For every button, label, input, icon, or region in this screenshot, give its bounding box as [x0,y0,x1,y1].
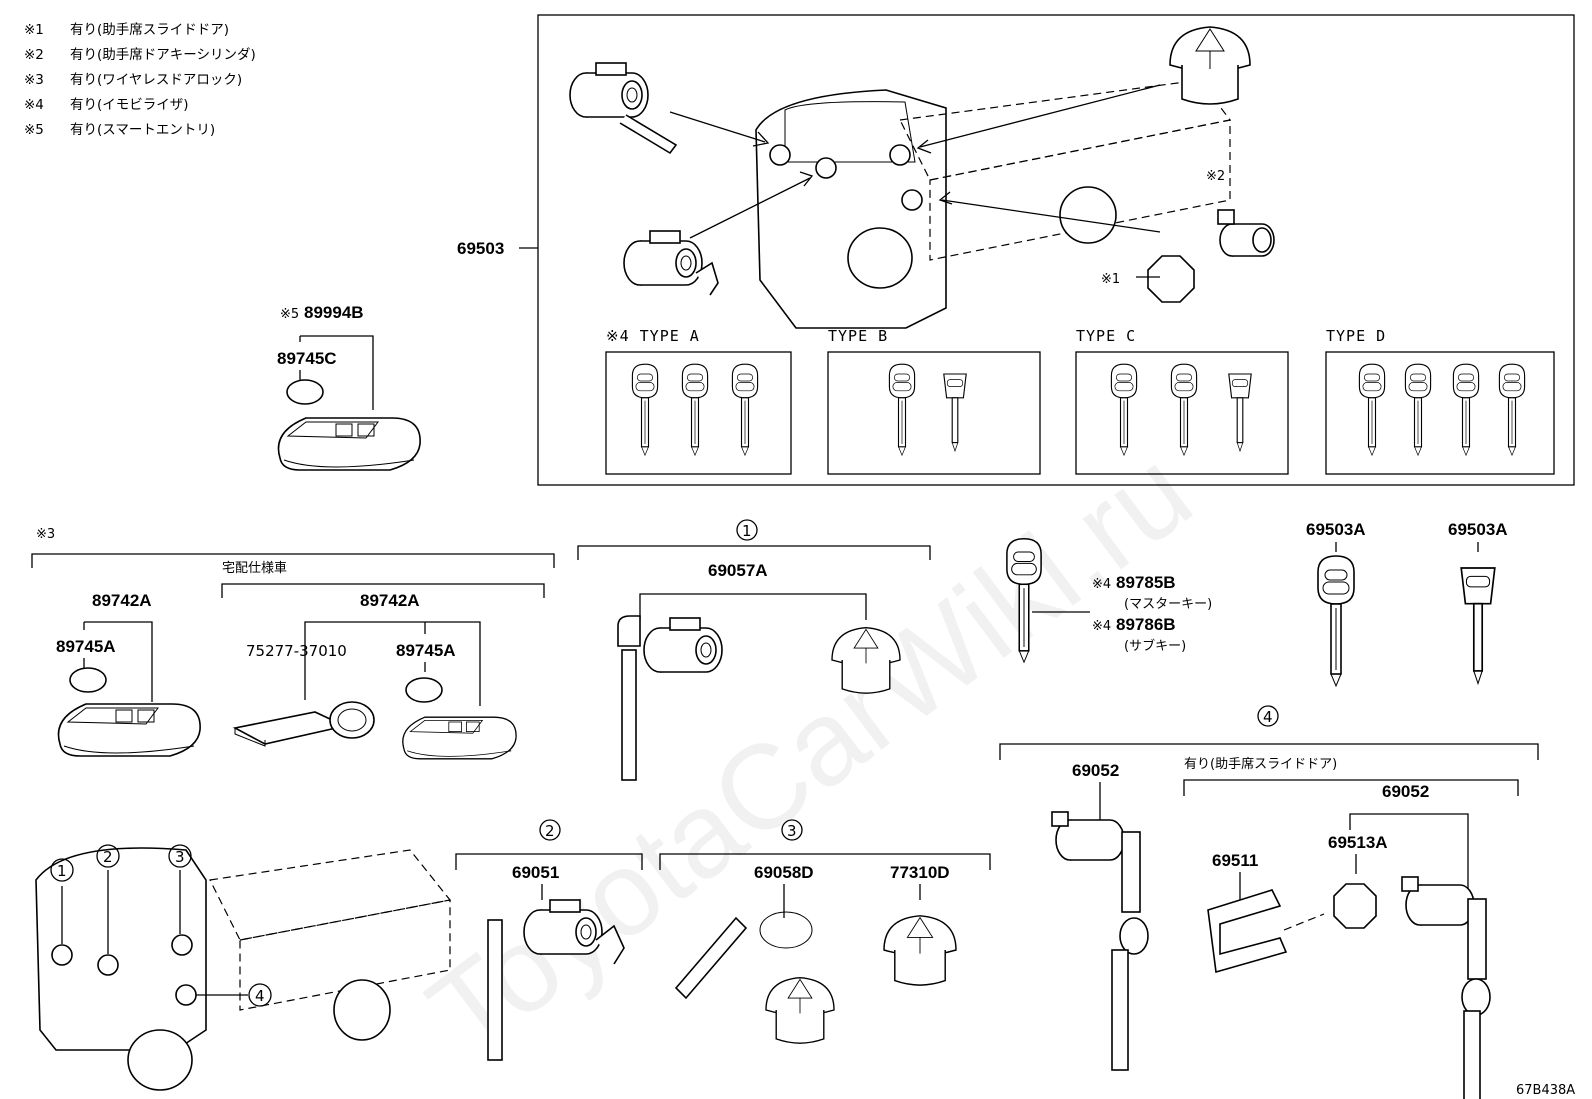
key-type-d-label: TYPE D [1326,327,1386,345]
group-1: 1 69057A [577,519,931,781]
note-5-text: 有り(スマートエントリ) [70,122,215,138]
group-4-cover-part-label: 69513A [1328,833,1388,852]
blank-key-1-label: 69503A [1306,520,1366,539]
delivery-spec-label: 宅配仕様車 [222,561,287,576]
mark-1-label: ※1 [1101,272,1120,287]
right-transmitter-label: 89742A [360,591,420,610]
notes-list: ※1 有り(助手席スライドドア) ※2 有り(助手席ドアキーシリンダ) ※3 有… [24,22,256,138]
group-4: 4 69052 有り(助手席スライドドア) 69052 69513A 69511 [999,705,1539,1099]
note-3-mark: ※3 [24,72,44,88]
group-3-number: 3 [787,822,797,840]
note-5-mark: ※5 [24,122,44,138]
group-4-right-part-label: 69052 [1382,782,1429,801]
truck-callout-4: 4 [255,987,265,1005]
note-4-mark: ※4 [24,97,44,113]
slide-door-label: 有り(助手席スライドドア) [1184,756,1337,772]
group-2: 2 69051 [455,819,643,1061]
key-type-c: TYPE C [1075,327,1289,475]
key-type-b-label: TYPE B [828,327,888,345]
smart-key-battery-label: 89745C [277,349,337,368]
wireless-mark: ※3 [36,527,55,542]
note-1-text: 有り(助手席スライドドア) [70,22,229,38]
key-type-b: TYPE B [827,327,1041,475]
left-battery-label: 89745A [56,637,116,656]
fuel-cap-drawing [1169,26,1251,105]
key-type-a: ※4 TYPE A [605,327,792,475]
group-1-part-label: 69057A [708,561,768,580]
truck-callout-3: 3 [175,848,185,866]
blank-keys: 69503A 69503A [1306,520,1508,687]
note-3-text: 有り(ワイヤレスドアロック) [70,72,242,88]
main-assembly-part-label: 69503 [457,239,504,258]
truck-callout-1: 1 [57,862,67,880]
sub-key-name: (サブキー) [1124,638,1186,654]
main-assembly-frame: 69503 [457,14,1575,486]
key-type-a-label: ※4 TYPE A [606,327,700,345]
left-transmitter-label: 89742A [92,591,152,610]
note-2-text: 有り(助手席ドアキーシリンダ) [70,47,256,63]
truck-callout-2: 2 [103,848,113,866]
master-key-mark: ※4 [1092,577,1111,592]
ignition-cylinder-drawing [623,230,719,296]
smart-entry-mark: ※5 [280,307,299,322]
mark-2-label: ※2 [1206,169,1225,184]
group-2-number: 2 [545,822,555,840]
master-key-group: ※4 89785B (マスターキー) ※4 89786B (サブキー) [1006,537,1212,663]
note-4-text: 有り(イモビライザ) [70,97,189,113]
group-3: 3 69058D 77310D [659,819,991,1044]
group-3-part-b-label: 77310D [890,863,950,882]
smart-entry-key-group: ※5 89994B 89745C [277,303,421,471]
truck-callout-illustration: 1 2 3 4 [35,844,452,1091]
group-4-clip-part-label: 69511 [1212,851,1258,870]
cylinder-cover-drawing [1147,255,1195,303]
group-1-number: 1 [742,522,752,540]
sub-key-part-label: 89786B [1116,615,1176,634]
door-lock-cylinder-drawing [569,62,678,155]
blank-key-2-label: 69503A [1448,520,1508,539]
slide-door-cylinder-drawing [1217,209,1275,257]
group-4-number: 4 [1263,708,1273,726]
figure-code: 67B438A [1516,1083,1575,1098]
note-1-mark: ※1 [24,22,44,38]
sub-key-mark: ※4 [1092,619,1111,634]
right-battery-label: 89745A [396,641,456,660]
master-key-name: (マスターキー) [1124,597,1212,612]
note-2-mark: ※2 [24,47,44,63]
group-3-part-a-label: 69058D [754,863,814,882]
truck-illustration [669,79,1232,329]
master-key-part-label: 89785B [1116,573,1176,592]
plate-part-label: 75277-37010 [246,642,347,660]
key-type-d: TYPE D [1325,327,1555,475]
key-type-c-label: TYPE C [1076,327,1136,345]
smart-key-part-label: 89994B [304,303,364,322]
wireless-group: ※3 宅配仕様車 89742A 89745A 89742A 75277-3701… [31,527,555,760]
group-2-part-label: 69051 [512,863,559,882]
group-4-left-part-label: 69052 [1072,761,1119,780]
